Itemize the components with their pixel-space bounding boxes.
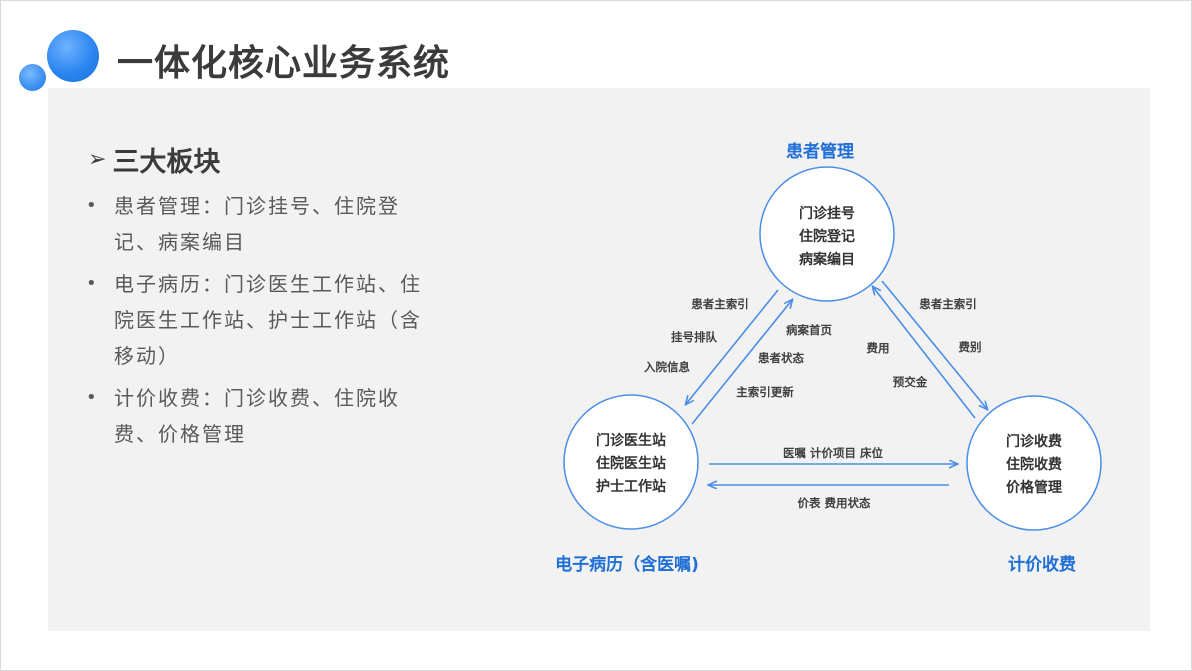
- page-title: 一体化核心业务系统: [117, 43, 451, 84]
- bullet-dot-icon: •: [86, 195, 99, 216]
- flow-label-admission-info: 入院信息: [644, 360, 690, 374]
- flow-label-patient-index: 患者主索引: [919, 297, 977, 311]
- emr-node-line: 护士工作站: [596, 478, 666, 495]
- flow-label-fees: 费用: [867, 341, 890, 355]
- section-heading-text: 三大板块: [112, 147, 221, 178]
- billing-module-title: 计价收费: [1008, 554, 1076, 575]
- bullet-list: • 患者管理：门诊挂号、住院登记、病案编目 • 电子病历：门诊医生工作站、住院医…: [86, 188, 436, 458]
- bullet-text: 电子病历：门诊医生工作站、住院医生工作站、护士工作站（含移动）: [114, 272, 422, 368]
- bullet-item-billing: • 计价收费：门诊收费、住院收费、价格管理: [86, 380, 436, 452]
- arrow-billing-to-patient: [873, 287, 976, 419]
- flow-label-case-front-page: 病案首页: [786, 323, 832, 337]
- bullet-dot-icon: •: [86, 387, 99, 408]
- bullet-item-patient: • 患者管理：门诊挂号、住院登记、病案编目: [86, 188, 436, 260]
- section-heading: ➢ 三大板块: [88, 140, 220, 179]
- decor-circle-large: [47, 30, 99, 82]
- flow-label-orders-items-beds: 医嘱 计价项目 床位: [783, 446, 884, 460]
- patient-node-line: 住院登记: [799, 228, 855, 245]
- billing-node-line: 门诊收费: [1006, 433, 1062, 450]
- flow-label-prepayment: 预交金: [893, 375, 928, 389]
- emr-module-title: 电子病历（含医嘱): [555, 554, 699, 575]
- flow-label-price-fee-status: 价表 费用状态: [797, 496, 871, 510]
- arrow-bullet-icon: ➢: [88, 147, 107, 172]
- bullet-item-emr: • 电子病历：门诊医生工作站、住院医生工作站、护士工作站（含移动）: [86, 266, 436, 374]
- emr-node-line: 住院医生站: [596, 455, 666, 472]
- content-panel: [48, 88, 1150, 631]
- patient-node-line: 门诊挂号: [799, 205, 855, 222]
- patient-module-circle: [759, 166, 895, 302]
- flow-label-registration-queue: 挂号排队: [671, 330, 717, 344]
- billing-node-line: 住院收费: [1006, 456, 1062, 473]
- bullet-text: 患者管理：门诊挂号、住院登记、病案编目: [114, 194, 400, 254]
- patient-node-line: 病案编目: [799, 251, 855, 268]
- bullet-text: 计价收费：门诊收费、住院收费、价格管理: [114, 386, 400, 446]
- emr-node-line: 门诊医生站: [596, 432, 666, 449]
- patient-module-title: 患者管理: [786, 141, 854, 162]
- flow-label-fee-category: 费别: [959, 340, 982, 354]
- flow-label-patient-index: 患者主索引: [691, 297, 749, 311]
- flow-label-patient-status: 患者状态: [758, 351, 804, 365]
- bullet-dot-icon: •: [86, 273, 99, 294]
- billing-module-circle: [966, 395, 1102, 531]
- arrow-patient-to-billing: [881, 280, 987, 409]
- emr-module-circle: [563, 394, 699, 530]
- billing-node-line: 价格管理: [1006, 479, 1062, 496]
- arrow-patient-to-emr: [686, 289, 779, 404]
- decor-circle-small: [19, 64, 46, 91]
- flow-label-index-update: 主索引更新: [736, 385, 794, 399]
- arrow-emr-to-patient: [691, 300, 792, 425]
